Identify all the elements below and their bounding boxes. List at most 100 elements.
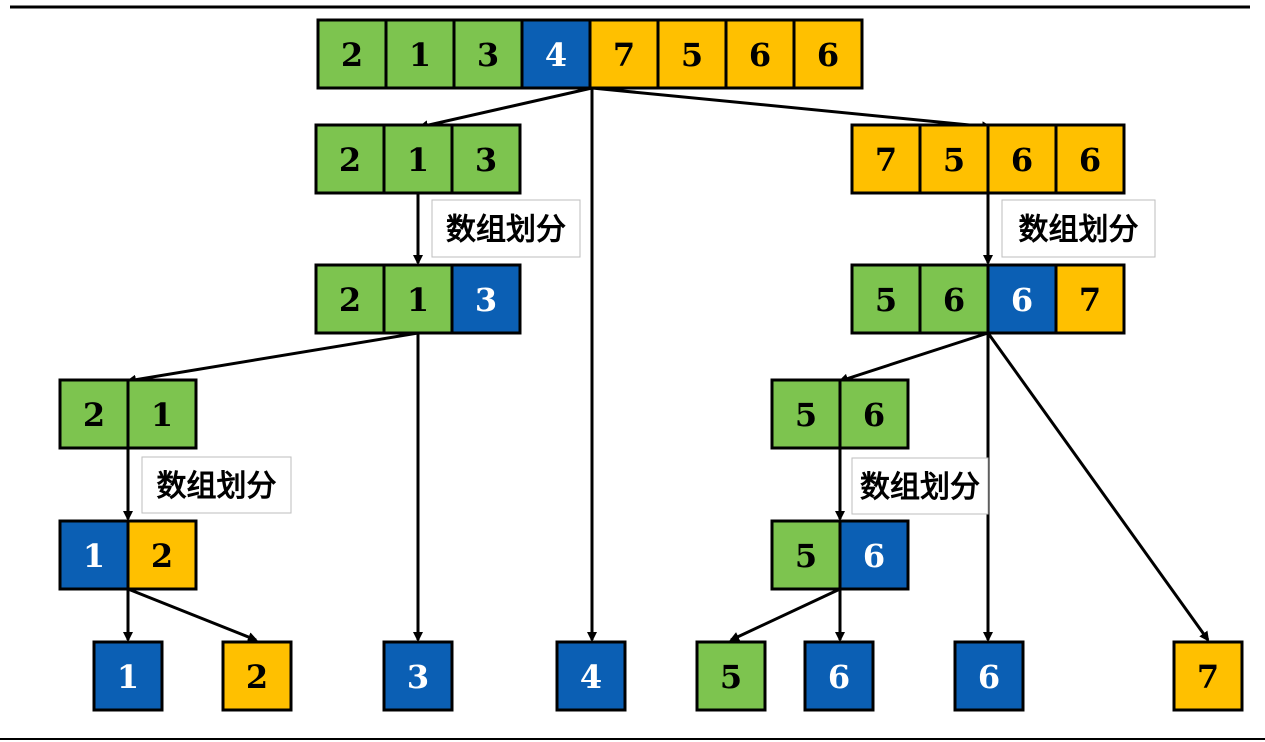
array-cell — [314, 263, 386, 335]
array-cell-value: 6 — [1079, 141, 1101, 179]
array-cell-value: 1 — [117, 658, 139, 696]
array-cell-value: 1 — [151, 396, 173, 434]
edge-arrow-8 — [838, 331, 989, 384]
array-cell-value: 6 — [749, 36, 771, 74]
edge-arrow-6 — [126, 331, 419, 385]
partition-label-text: 数组划分 — [1019, 213, 1139, 248]
array-cell — [953, 640, 1025, 712]
edge-arrow-3 — [591, 86, 992, 132]
array-cell-value: 2 — [339, 141, 361, 179]
leaf-2: 2 — [221, 640, 293, 712]
array-cell — [1054, 123, 1126, 195]
array-cell-value: 2 — [341, 36, 363, 74]
array-cell-value: 3 — [475, 281, 497, 319]
array-cell — [803, 640, 875, 712]
array-cell-value: 1 — [407, 281, 429, 319]
array-cell-value: 2 — [151, 537, 173, 575]
array-left-sub: 2 1 3 — [314, 123, 522, 195]
array-cell — [452, 18, 524, 90]
array-cell-value: 6 — [863, 537, 885, 575]
partition-label-box — [431, 199, 581, 258]
array-cell — [126, 519, 198, 591]
leaf-4: 4 — [555, 640, 627, 712]
array-right-partitioned: 5 6 6 7 — [850, 263, 1126, 335]
partition-label-left-top: 数组划分 — [431, 199, 581, 258]
edge-arrow-14 — [127, 587, 258, 642]
array-cell-value: 7 — [1197, 658, 1219, 696]
array-cell — [382, 640, 454, 712]
array-cell — [1054, 263, 1126, 335]
array-cell — [792, 18, 864, 90]
array-cell-value: 6 — [817, 36, 839, 74]
partition-label-text: 数组划分 — [446, 213, 566, 248]
array-cell — [450, 263, 522, 335]
array-cell — [58, 519, 130, 591]
array-cell-value: 5 — [795, 396, 817, 434]
array-cell — [850, 263, 922, 335]
partition-label-right-bottom: 数组划分 — [851, 457, 989, 515]
array-cell — [838, 519, 910, 591]
array-cell-value: 2 — [246, 658, 268, 696]
array-cell-value: 5 — [681, 36, 703, 74]
array-cell-value: 3 — [475, 141, 497, 179]
edge-arrow-1 — [418, 86, 593, 131]
array-cell-value: 6 — [828, 658, 850, 696]
array-cell-value: 5 — [795, 537, 817, 575]
edge-arrow-15 — [729, 587, 841, 642]
array-cell-value: 4 — [545, 36, 567, 74]
array-cell-value: 2 — [339, 281, 361, 319]
array-cell-value: 5 — [720, 658, 742, 696]
edge-arrow-10 — [986, 332, 1210, 642]
array-cell — [92, 640, 164, 712]
partition-label-box — [141, 456, 292, 514]
array-cell — [770, 378, 842, 450]
partition-label-box — [851, 457, 989, 515]
array-cell — [382, 123, 454, 195]
partition-label-right-top: 数组划分 — [1001, 199, 1156, 258]
partition-label-text: 数组划分 — [157, 469, 277, 504]
array-cell-value: 6 — [943, 281, 965, 319]
array-cell — [316, 18, 388, 90]
array-cell — [221, 640, 293, 712]
array-cell — [838, 378, 910, 450]
array-cell-value: 6 — [1011, 281, 1033, 319]
leaf-5: 5 — [695, 640, 767, 712]
partition-label-left-bottom: 数组划分 — [141, 456, 292, 514]
array-cell-value: 4 — [580, 658, 602, 696]
array-cell-value: 3 — [477, 36, 499, 74]
array-cell-value: 3 — [407, 658, 429, 696]
partition-label-text: 数组划分 — [860, 470, 980, 505]
leaf-3: 3 — [382, 640, 454, 712]
array-cell — [314, 123, 386, 195]
array-cell-value: 5 — [875, 281, 897, 319]
array-root: 2 1 3 4 7 5 6 6 — [316, 18, 864, 90]
array-cell-value: 7 — [613, 36, 635, 74]
array-cell — [986, 263, 1058, 335]
tree-edges — [123, 86, 1210, 642]
leaf-1: 1 — [92, 640, 164, 712]
array-cell-value: 1 — [409, 36, 431, 74]
array-cell — [695, 640, 767, 712]
leaf-7: 7 — [1172, 640, 1244, 712]
leaf-6a: 6 — [803, 640, 875, 712]
array-cell — [724, 18, 796, 90]
array-cell-value: 1 — [83, 537, 105, 575]
array-cell — [126, 378, 198, 450]
partition-labels: 数组划分数组划分数组划分数组划分 — [141, 199, 1156, 515]
array-cell-value: 2 — [83, 396, 105, 434]
array-cell-value: 1 — [407, 141, 429, 179]
array-cell-value: 6 — [863, 396, 885, 434]
array-cell — [1172, 640, 1244, 712]
array-cell-value: 7 — [1079, 281, 1101, 319]
partition-label-box — [1001, 199, 1156, 258]
array-cell — [555, 640, 627, 712]
array-cell-value: 7 — [875, 141, 897, 179]
array-cell-value: 6 — [1011, 141, 1033, 179]
